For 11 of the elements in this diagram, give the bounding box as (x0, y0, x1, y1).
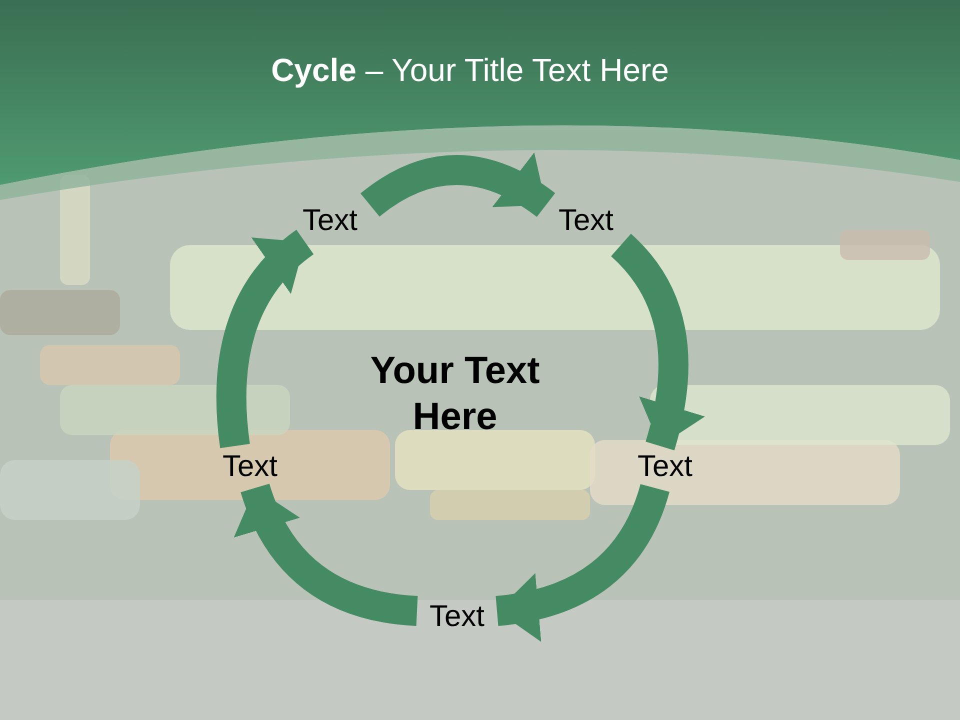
step-label: Text (558, 203, 614, 239)
step-label: Text (637, 449, 693, 485)
step-label: Text (429, 599, 485, 635)
step-label: Text (302, 203, 358, 239)
center-text: Your Text Here (369, 349, 541, 440)
curved-arrow (236, 483, 418, 626)
slide-title: Cycle – Your Title Text Here (270, 52, 670, 89)
curved-arrow (495, 483, 670, 640)
step-label: Text (222, 449, 278, 485)
curved-arrow (216, 230, 314, 448)
curved-arrow (361, 152, 555, 218)
